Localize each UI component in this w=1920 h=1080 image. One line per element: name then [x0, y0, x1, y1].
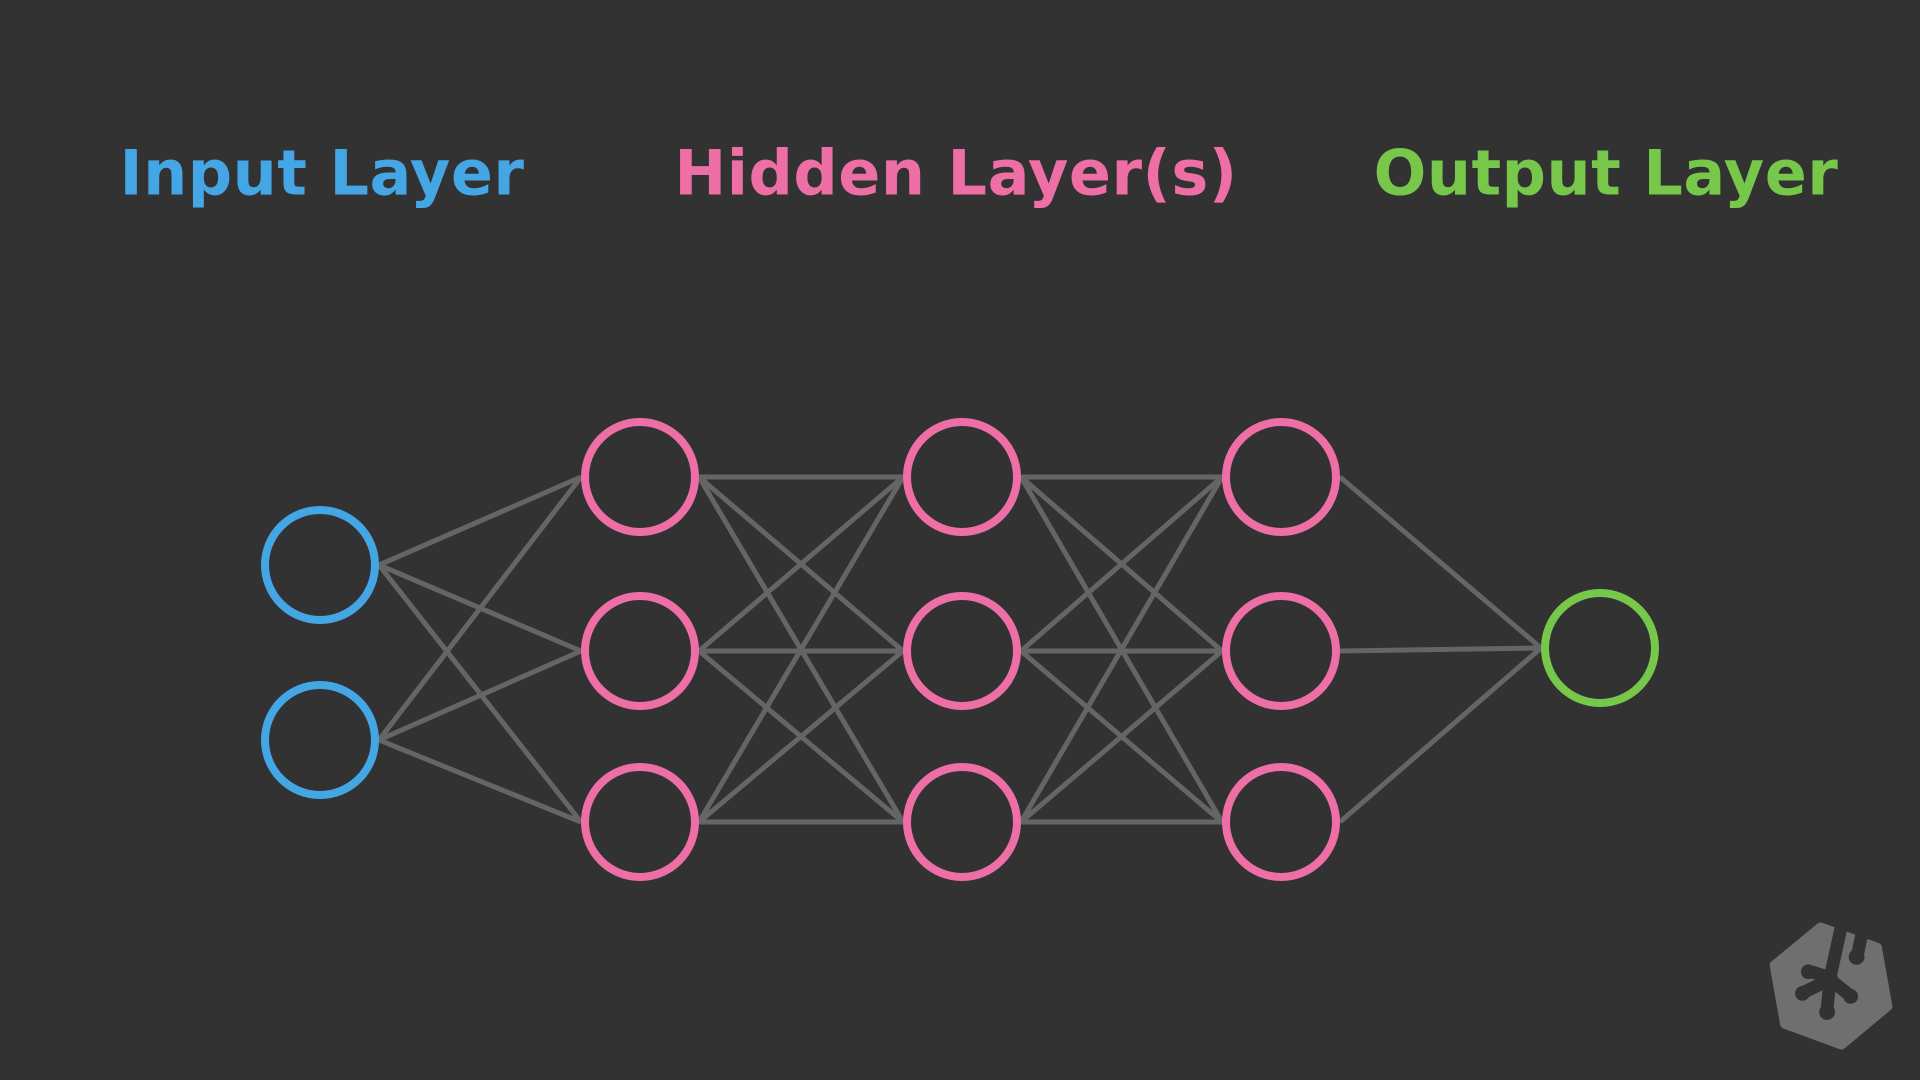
- connection-line: [377, 475, 583, 742]
- hidden-layer-2-node: [903, 763, 1021, 881]
- output-layer-label: Output Layer: [1373, 136, 1839, 210]
- hidden-layer-label: Hidden Layer(s): [674, 136, 1238, 210]
- connection-line: [378, 737, 582, 825]
- hidden-layer-2-node: [903, 418, 1021, 536]
- connection-line: [1338, 646, 1543, 824]
- connection-line: [696, 475, 906, 824]
- input-layer-label: Input Layer: [119, 136, 525, 210]
- connection-line: [1019, 475, 1224, 653]
- hidden-layer-1-node: [581, 418, 699, 536]
- connection-line: [377, 648, 583, 743]
- connection-line: [697, 649, 905, 824]
- connection-line: [697, 475, 905, 653]
- hidden-layer-1-node: [581, 763, 699, 881]
- input-layer-node: [261, 506, 379, 624]
- hidden-layer-3-node: [1222, 763, 1340, 881]
- input-layer-node: [261, 681, 379, 799]
- treehouse-logo-icon: [1769, 922, 1893, 1050]
- connection-line: [1338, 475, 1543, 650]
- hidden-layer-3-node: [1222, 418, 1340, 536]
- output-layer-node: [1541, 589, 1659, 707]
- hidden-layer-3-node: [1222, 592, 1340, 710]
- connection-line: [1339, 645, 1542, 654]
- connection-line: [1018, 475, 1225, 824]
- hidden-layer-1-node: [581, 592, 699, 710]
- logo-tree-cutout: [1795, 922, 1869, 1020]
- connection-line: [1019, 649, 1224, 824]
- hidden-layer-2-node: [903, 592, 1021, 710]
- connection-line: [378, 474, 582, 568]
